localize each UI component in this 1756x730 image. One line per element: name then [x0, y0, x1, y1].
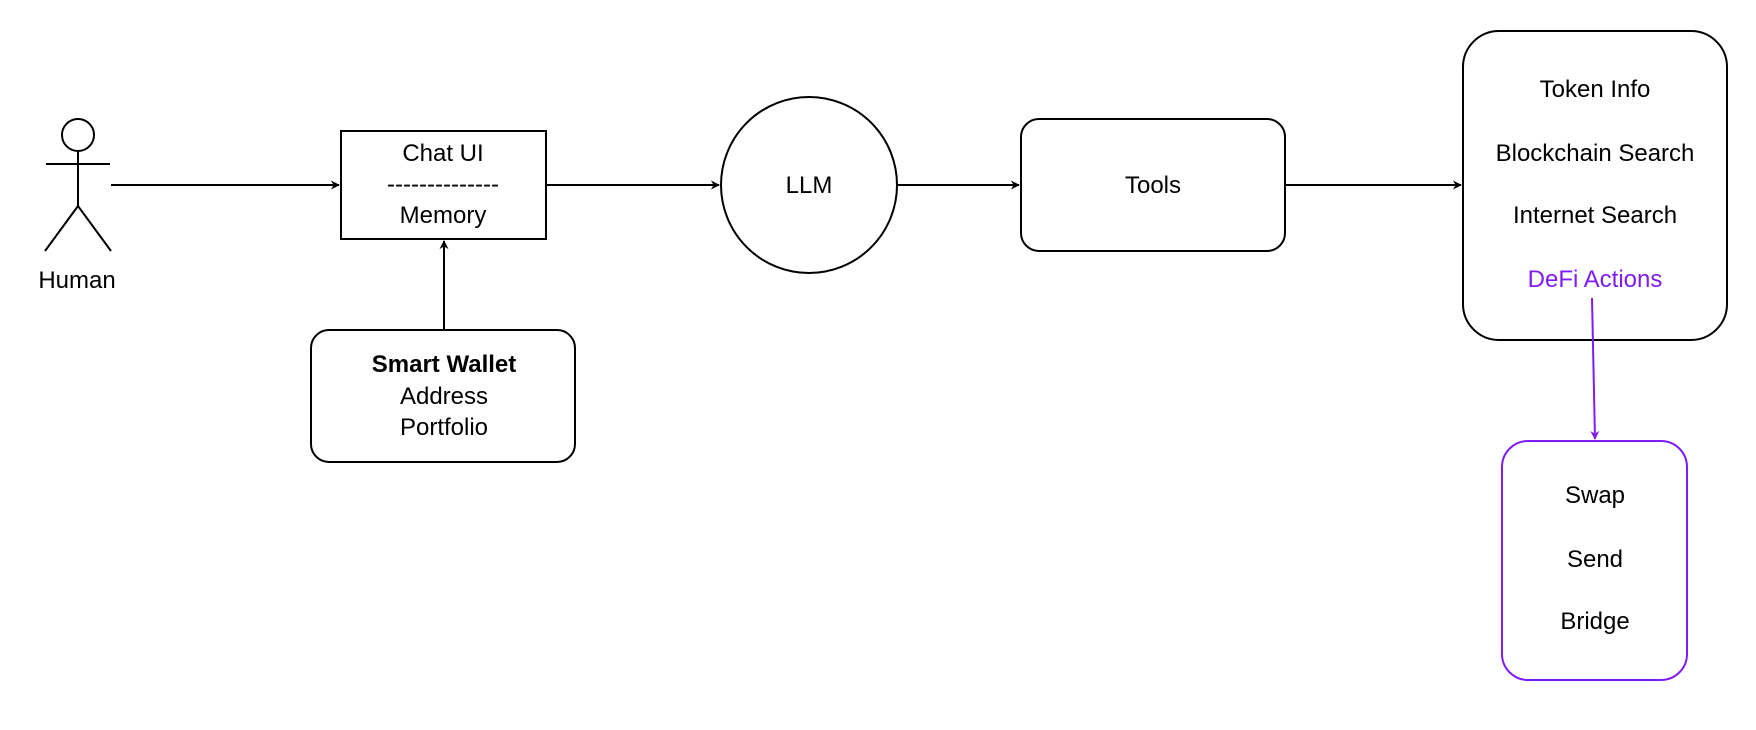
llm-label: LLM [785, 172, 833, 199]
smart-wallet-portfolio: Portfolio [399, 414, 489, 441]
human-label: Human [38, 267, 116, 294]
defi-action-swap: Swap [1564, 482, 1626, 509]
chat-ui-title: Chat UI [402, 140, 484, 167]
edge-defi-to-actions [1590, 297, 1600, 440]
tool-list-box[interactable] [1462, 30, 1728, 341]
chat-ui-subtitle: Memory [399, 202, 487, 229]
tool-item-internet-search: Internet Search [1512, 202, 1678, 229]
smart-wallet-address: Address [399, 383, 489, 410]
defi-actions-box[interactable] [1501, 440, 1688, 681]
tool-item-blockchain-search: Blockchain Search [1495, 140, 1695, 167]
defi-action-send: Send [1566, 546, 1624, 573]
tools-label: Tools [1124, 172, 1182, 199]
tool-item-defi-actions: DeFi Actions [1527, 266, 1663, 293]
chat-ui-box[interactable] [340, 130, 547, 240]
defi-action-bridge: Bridge [1560, 608, 1630, 635]
chat-ui-divider: -------------- [387, 171, 499, 198]
person-icon [44, 118, 112, 252]
tool-item-token-info: Token Info [1539, 76, 1651, 103]
smart-wallet-title: Smart Wallet [371, 351, 517, 378]
